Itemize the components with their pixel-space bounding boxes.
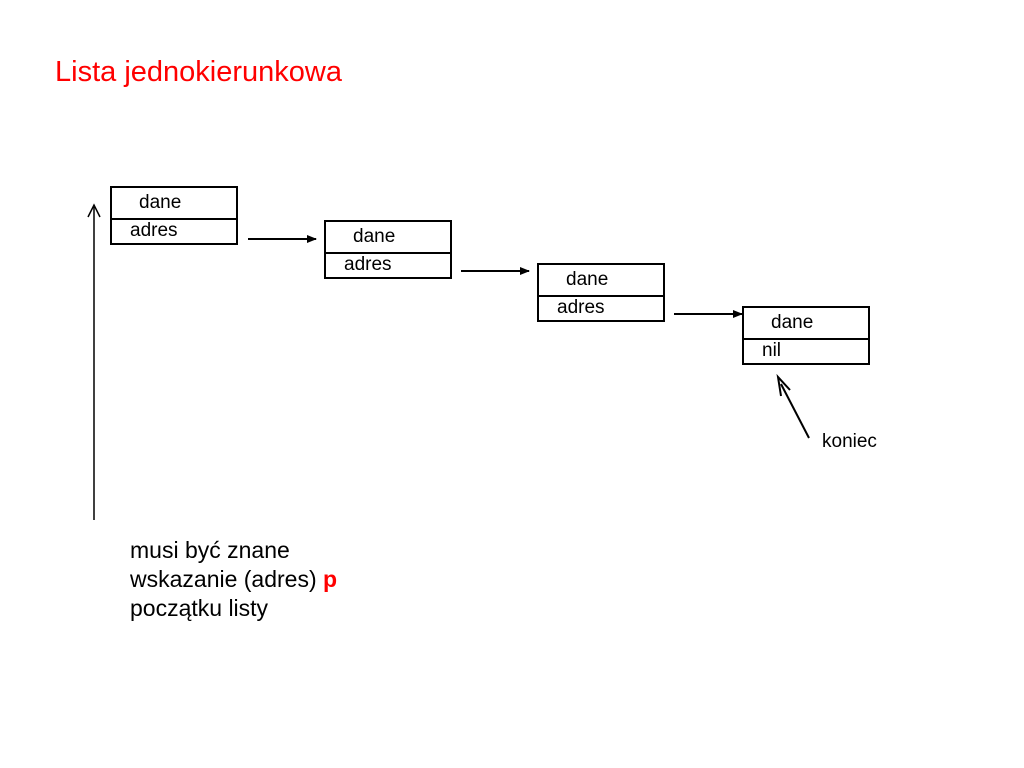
node-pointer-field: adres [344, 254, 392, 275]
node-pointer-field: adres [557, 297, 605, 318]
head-pointer-note: musi być znane wskazanie (adres) p począ… [130, 536, 337, 623]
end-pointer-line [780, 383, 810, 439]
end-label: koniec [822, 431, 877, 452]
page-title: Lista jednokierunkowa [55, 56, 342, 88]
list-node-4: dane nil [742, 306, 870, 365]
list-node-3: dane adres [537, 263, 665, 322]
note-line-2: wskazanie (adres) p [130, 565, 337, 594]
note-line-3: początku listy [130, 595, 269, 621]
node-data-field: dane [112, 188, 236, 220]
list-node-1: dane adres [110, 186, 238, 245]
node-pointer-field: nil [762, 340, 782, 361]
end-pointer-arrowhead [776, 373, 791, 397]
node-data-field: dane [539, 265, 663, 297]
node-data-field: dane [744, 308, 868, 340]
note-line-1: musi być znane [130, 537, 290, 563]
note-line-2-text: wskazanie (adres) [130, 566, 317, 592]
list-node-2: dane adres [324, 220, 452, 279]
start-pointer-arrowhead [87, 203, 101, 218]
node-pointer-field: adres [130, 220, 178, 241]
pointer-name: p [323, 566, 338, 592]
node-data-field: dane [326, 222, 450, 254]
